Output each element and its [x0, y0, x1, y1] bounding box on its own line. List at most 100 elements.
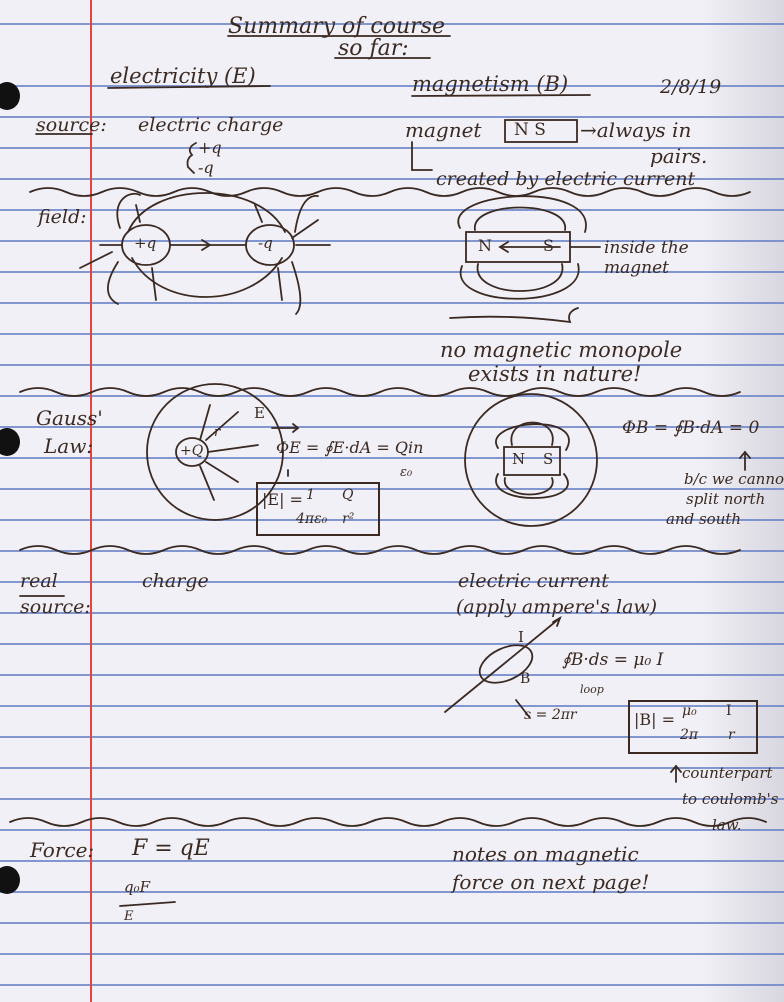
ruled-line [0, 829, 784, 831]
circumference: s = 2πr [524, 707, 577, 723]
created-by-current: created by electric current [436, 168, 696, 190]
magnetic-field-box [628, 700, 758, 754]
coulomb-num1: 1 [306, 487, 315, 503]
ruled-line [0, 736, 784, 738]
b-magnitude-den1: 2π [680, 727, 699, 743]
force-sub-2: E [124, 909, 134, 924]
ruled-line [0, 209, 784, 211]
counterpart-note-2: to coulomb's [682, 790, 779, 808]
page-title: Summary of course [228, 14, 445, 39]
ruled-line [0, 302, 784, 304]
magnet-s-gauss: S [543, 450, 554, 468]
ruled-line [0, 426, 784, 428]
coulomb-lhs: |E| = [262, 490, 303, 509]
ruled-line [0, 240, 784, 242]
ruled-line [0, 457, 784, 459]
ruled-line [0, 705, 784, 707]
ruled-line [0, 116, 784, 118]
ruled-line [0, 674, 784, 676]
force-sub-1: q₀F [124, 878, 151, 896]
electric-flux-denominator: ε₀ [400, 465, 413, 480]
wavy-separator [19, 387, 741, 397]
ruled-line [0, 395, 784, 397]
row-label-real: real [20, 570, 58, 592]
row-label-gauss: Gauss' [36, 406, 103, 430]
ruled-line [0, 860, 784, 862]
magnet-s: S [543, 236, 554, 255]
ruled-line [0, 767, 784, 769]
b-magnitude-den2: r [728, 727, 735, 743]
apply-amperes-law: (apply ampere's law) [456, 596, 658, 618]
pairs: pairs. [650, 144, 708, 168]
heading-electricity: electricity (E) [110, 64, 256, 88]
radius-label: r [214, 425, 221, 440]
row-label-force: Force: [30, 838, 95, 862]
coulomb-den2: r² [342, 511, 355, 527]
gauss-note-3: and south [666, 510, 742, 528]
inside-magnet-note: inside the [604, 238, 689, 258]
ruled-line [0, 550, 784, 552]
electric-flux-equation: ΦE = ∮E·dA = Qin [276, 438, 424, 457]
ruled-line [0, 798, 784, 800]
coulomb-box [256, 482, 380, 536]
ruled-line [0, 271, 784, 273]
charge-negative: -q [258, 234, 273, 252]
row-label-source-2: source: [20, 596, 91, 618]
wavy-separator [9, 817, 767, 827]
real-source-charge: charge [142, 570, 209, 592]
magnet-label: magnet [405, 118, 482, 142]
current-label-i: I [518, 628, 524, 646]
plus-q: +q [198, 138, 222, 157]
b-magnitude-num2: I [726, 703, 732, 719]
gauss-note-2: split north [686, 490, 766, 508]
always-in-pairs: →always in [580, 118, 692, 142]
minus-q: -q [198, 158, 214, 177]
magnetic-force-note-1: notes on magnetic [452, 842, 639, 866]
wavy-separator [29, 187, 751, 197]
inside-magnet-note-2: magnet [604, 258, 669, 278]
monopole-note: no magnetic monopole [440, 338, 683, 362]
ruled-line [0, 85, 784, 87]
page-title-line2: so far: [338, 36, 409, 61]
ruled-line [0, 612, 784, 614]
ruled-line [0, 23, 784, 25]
binder-hole [0, 428, 20, 456]
ampere-equation: ∮B·ds = μ₀ I [562, 650, 664, 670]
coulomb-num2: Q [342, 487, 354, 503]
counterpart-note-3: law. [712, 816, 742, 834]
binder-hole [0, 82, 20, 110]
binder-hole [0, 866, 20, 894]
charge-positive: +q [134, 234, 157, 252]
b-magnitude-num1: μ₀ [682, 703, 697, 719]
b-vector-label: B [520, 671, 531, 687]
ruled-line [0, 364, 784, 366]
row-label-law: Law: [44, 434, 94, 458]
magnetic-force-note-2: force on next page! [452, 870, 650, 894]
ruled-line [0, 519, 784, 521]
loop-label: loop [580, 683, 604, 696]
magnet-box-ns: N S [514, 120, 546, 140]
ruled-line [0, 922, 784, 924]
b-magnitude-lhs: |B| = [634, 710, 676, 729]
ruled-line [0, 488, 784, 490]
ruled-line [0, 891, 784, 893]
magnetic-flux-equation: ΦB = ∮B·dA = 0 [622, 418, 760, 438]
monopole-note-2: exists in nature! [468, 362, 642, 386]
ruled-line [0, 643, 784, 645]
electric-charge: electric charge [138, 114, 284, 136]
force-equation: F = qE [132, 836, 210, 861]
ruled-line [0, 984, 784, 986]
margin-line [90, 0, 92, 1002]
real-source-current: electric current [458, 570, 609, 592]
gauss-note-1: b/c we cannot [684, 470, 784, 488]
coulomb-den1: 4πε₀ [296, 511, 328, 527]
counterpart-note-1: counterpart [682, 764, 773, 782]
magnet-n: N [478, 236, 492, 255]
date: 2/8/19 [660, 76, 722, 98]
row-label-source: source: [36, 114, 107, 136]
e-vector-label: E [254, 404, 265, 422]
magnet-n-gauss: N [512, 450, 526, 468]
row-label-field: field: [38, 206, 87, 228]
